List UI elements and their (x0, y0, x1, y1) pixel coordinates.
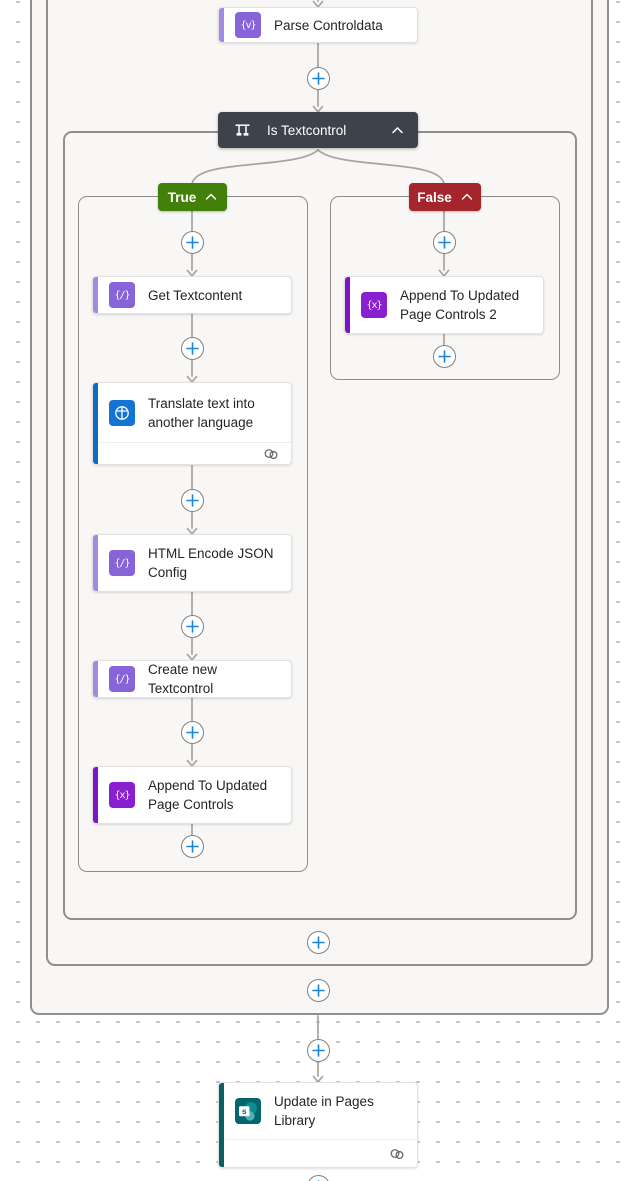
card-title: Update in Pages Library (274, 1094, 374, 1128)
card-title: Append To Updated Page Controls (148, 778, 268, 812)
compose-icon: {/} (109, 666, 135, 692)
card-accent (219, 8, 224, 42)
action-card-html-encode-json-config[interactable]: {/} HTML Encode JSON Config (92, 534, 292, 592)
card-accent (93, 277, 98, 313)
card-accent (93, 535, 98, 591)
false-branch-label[interactable]: False (409, 183, 481, 211)
condition-title: Is Textcontrol (267, 122, 347, 138)
action-card-get-textcontent[interactable]: {/} Get Textcontent (92, 276, 292, 314)
insert-step-button[interactable] (432, 230, 456, 254)
sharepoint-letter: s (242, 1106, 247, 1116)
insert-step-button[interactable] (180, 230, 204, 254)
icon-glyph: {/} (114, 673, 130, 685)
card-title: Parse Controldata (274, 17, 383, 33)
icon-glyph: {x} (114, 789, 130, 801)
insert-step-button[interactable] (180, 488, 204, 512)
connection-icon (264, 449, 278, 460)
compose-icon: {/} (109, 282, 135, 308)
condition-card-is-textcontrol[interactable]: Is Textcontrol (218, 112, 418, 148)
insert-step-button[interactable] (180, 720, 204, 744)
insert-step-button[interactable] (306, 66, 330, 90)
insert-step-button[interactable] (180, 834, 204, 858)
action-card-parse-controldata[interactable]: {v} Parse Controldata (218, 7, 418, 43)
card-title: HTML Encode JSON Config (148, 546, 274, 580)
parse-json-icon: {v} (235, 12, 261, 38)
action-card-create-new-textcontrol[interactable]: {/} Create new Textcontrol (92, 660, 292, 698)
card-title: Translate text into another language (148, 395, 255, 430)
card-accent (345, 277, 350, 333)
action-card-append-to-updated-page-controls-2[interactable]: {x} Append To Updated Page Controls 2 (344, 276, 544, 334)
card-accent (93, 383, 98, 464)
card-accent (93, 767, 98, 823)
card-accent (219, 1083, 224, 1167)
icon-glyph: {/} (114, 289, 130, 301)
chevron-up-icon[interactable] (391, 126, 404, 135)
icon-glyph: {/} (114, 557, 130, 569)
condition-control-icon (235, 123, 250, 136)
chevron-up-icon (461, 193, 472, 200)
action-card-append-to-updated-page-controls[interactable]: {x} Append To Updated Page Controls (92, 766, 292, 824)
action-card-translate-text[interactable]: Translate text into another language (92, 382, 292, 465)
translator-icon (109, 399, 135, 426)
false-label-text: False (417, 189, 452, 205)
true-label-text: True (167, 189, 197, 205)
action-card-update-in-pages-library[interactable]: s Update in Pages Library (218, 1082, 418, 1168)
insert-step-button[interactable] (180, 336, 204, 360)
insert-step-button[interactable] (180, 614, 204, 638)
insert-step-button[interactable] (432, 344, 456, 368)
card-title: Get Textcontent (148, 287, 243, 303)
card-accent (93, 661, 98, 697)
icon-glyph: {v} (240, 19, 256, 31)
insert-step-button[interactable] (306, 1174, 330, 1181)
sharepoint-icon: s (235, 1098, 261, 1124)
insert-step-button[interactable] (306, 930, 330, 954)
icon-glyph: {x} (366, 299, 382, 311)
variables-icon: {x} (361, 292, 387, 318)
compose-icon: {/} (109, 550, 135, 576)
true-branch-label[interactable]: True (158, 183, 227, 211)
chevron-up-icon (206, 193, 217, 200)
insert-step-button[interactable] (306, 1038, 330, 1062)
insert-step-button[interactable] (306, 978, 330, 1002)
card-title: Append To Updated Page Controls 2 (400, 288, 520, 322)
connection-icon (390, 1148, 404, 1159)
variables-icon: {x} (109, 782, 135, 808)
card-title: Create new Textcontrol (148, 662, 218, 696)
